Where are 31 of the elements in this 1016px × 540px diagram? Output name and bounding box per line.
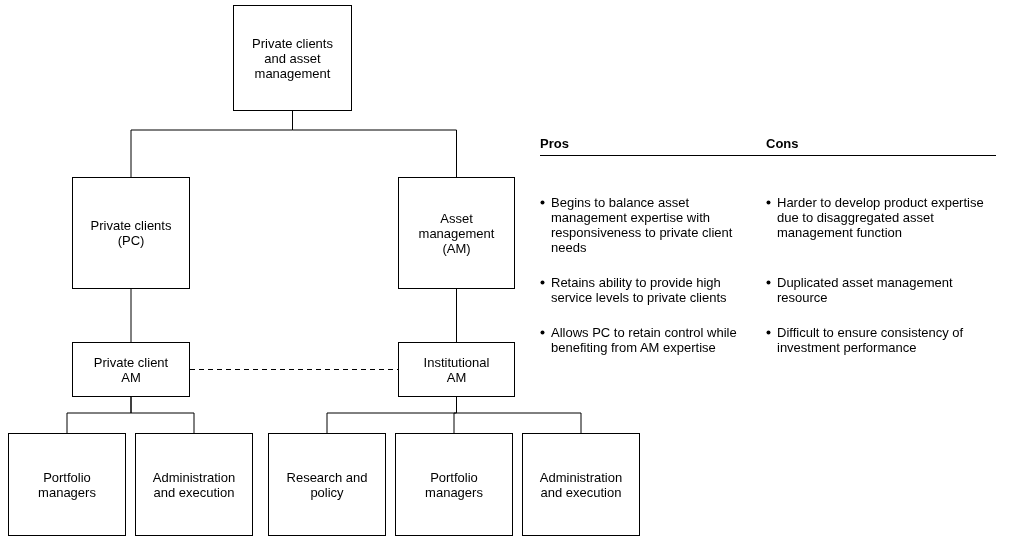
connector-line	[130, 396, 195, 434]
org-box	[398, 342, 515, 397]
box-label: Private clients (PC)	[89, 218, 173, 248]
box-label: Portfolio managers	[424, 469, 484, 500]
bullet-point: Begins to balance asset management expertise with responsiveness to private client needs	[551, 195, 734, 255]
bullet-point: Retains ability to provide high service levels to private clients	[551, 275, 728, 305]
column-heading: Cons	[766, 135, 800, 153]
box-label: Research and policy	[285, 469, 369, 500]
bullet-point: Difficult to ensure consistency of investment performance	[777, 325, 965, 355]
org-box	[522, 433, 640, 536]
connector-line	[456, 288, 457, 343]
org-box	[72, 342, 190, 397]
column-heading: Pros	[540, 135, 570, 153]
box-label: Administration and execution	[151, 469, 237, 500]
bullet-point: Allows PC to retain control while benefiting from AM expertise	[551, 325, 738, 355]
org-box	[135, 433, 253, 536]
org-box	[233, 5, 352, 111]
org-box	[8, 433, 126, 536]
org-box	[72, 177, 190, 289]
box-label: Portfolio managers	[37, 469, 97, 500]
box-label: Asset management (AM)	[417, 210, 496, 256]
bullet-point: Duplicated asset management resource	[777, 275, 954, 305]
box-label: Private clients and asset management	[251, 35, 334, 81]
box-label: Institutional AM	[422, 354, 491, 385]
org-box	[268, 433, 386, 536]
connector-line	[130, 288, 132, 343]
bullet-point: Harder to develop product expertise due to disaggregated asset management function	[777, 195, 984, 240]
org-box	[395, 433, 513, 536]
box-label: Administration and execution	[538, 469, 624, 500]
box-label: Private client AM	[92, 354, 170, 385]
org-box	[398, 177, 515, 289]
